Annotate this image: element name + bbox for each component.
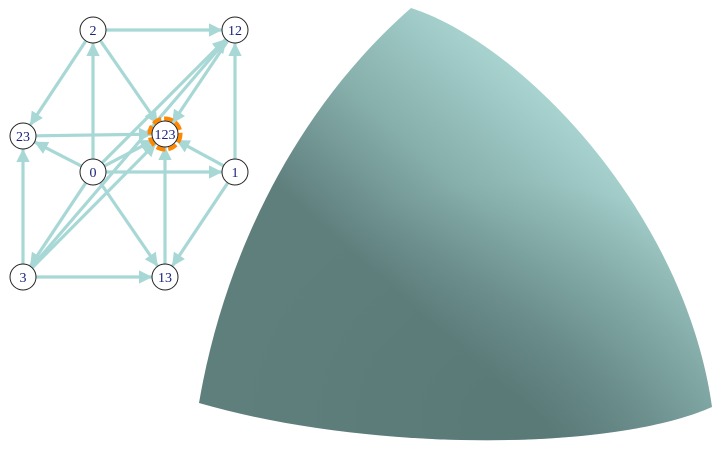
edge-23-to-123 bbox=[34, 127, 153, 142]
edge-1-to-123 bbox=[175, 139, 226, 168]
edge-0-to-3 bbox=[29, 181, 88, 267]
node-label: 12 bbox=[228, 24, 242, 39]
node-23: 23 bbox=[9, 122, 37, 150]
edge-12-to-123 bbox=[171, 39, 230, 124]
node-circle bbox=[9, 122, 37, 150]
edge-1-to-13 bbox=[171, 181, 230, 267]
node-circle bbox=[221, 16, 249, 44]
node-3: 3 bbox=[9, 263, 37, 291]
graph-edges bbox=[16, 23, 242, 284]
node-label: 0 bbox=[90, 166, 97, 181]
highlight-ring bbox=[147, 116, 183, 152]
edge-0-to-12 bbox=[100, 38, 227, 165]
node-circle bbox=[221, 158, 249, 186]
node-2: 2 bbox=[79, 16, 107, 44]
edge-3-to-12 bbox=[29, 39, 228, 269]
node-circle bbox=[151, 263, 179, 291]
node-label: 1 bbox=[232, 166, 239, 181]
node-1: 1 bbox=[221, 158, 249, 186]
node-label: 123 bbox=[155, 128, 176, 143]
edge-2-to-123 bbox=[98, 39, 159, 125]
node-circle bbox=[9, 263, 37, 291]
node-12: 12 bbox=[221, 16, 249, 44]
node-circle bbox=[151, 120, 179, 148]
node-circle bbox=[79, 16, 107, 44]
edge-0-to-13 bbox=[98, 181, 159, 268]
node-13: 13 bbox=[151, 263, 179, 291]
spherical-triangle-surface bbox=[199, 8, 712, 441]
node-circle bbox=[79, 158, 107, 186]
edge-2-to-23 bbox=[29, 39, 88, 126]
node-0: 0 bbox=[79, 158, 107, 186]
node-label: 13 bbox=[158, 271, 172, 286]
node-label: 3 bbox=[20, 271, 27, 286]
surface-shading bbox=[199, 8, 712, 441]
edge-0-to-23 bbox=[33, 140, 84, 168]
node-label: 2 bbox=[90, 24, 97, 39]
edge-3-to-123 bbox=[30, 142, 157, 270]
node-123: 123 bbox=[147, 116, 183, 152]
node-label: 23 bbox=[16, 130, 30, 145]
